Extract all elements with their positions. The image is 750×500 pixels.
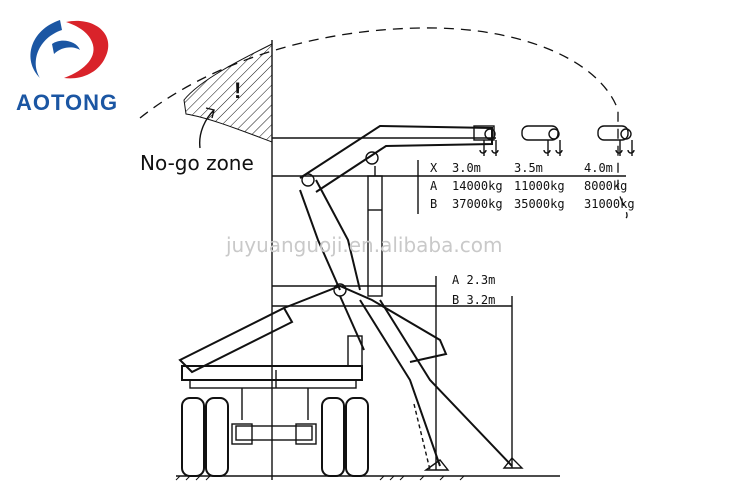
- no-go-zone-hatched: [183, 43, 273, 143]
- row-key-a: A: [430, 179, 438, 193]
- warning-icon: !: [234, 78, 241, 103]
- hydraulic-cylinder: [367, 166, 383, 297]
- hook-position-2: [521, 125, 563, 156]
- upper-crane-arm: [299, 124, 493, 291]
- no-go-pointer-arrow: [199, 107, 215, 149]
- col3-x: 4.0m: [584, 161, 613, 175]
- hook-position-1: [473, 125, 499, 156]
- col3-a: 8000kg: [584, 179, 627, 193]
- logo-red-swoosh: [64, 20, 109, 79]
- aotong-logo: AOTONG: [16, 20, 118, 115]
- col1-x: 3.0m: [452, 161, 481, 175]
- logo-brand-text: AOTONG: [16, 90, 118, 115]
- reach-a-label: A 2.3m: [452, 273, 495, 287]
- axle-suspension: [231, 423, 317, 445]
- wheel-group-right: [321, 397, 369, 477]
- col2-x: 3.5m: [514, 161, 543, 175]
- reach-b-label: B 3.2m: [452, 293, 495, 307]
- lower-arm-outrigger: [178, 283, 513, 467]
- col2-a: 11000kg: [514, 179, 565, 193]
- capacity-table: X A B 3.0m 14000kg 37000kg 3.5m 11000kg …: [430, 161, 635, 211]
- trailer-chassis: [181, 365, 363, 420]
- col1-a: 14000kg: [452, 179, 503, 193]
- hook-position-3: [597, 125, 635, 156]
- logo-blue-swoosh: [30, 20, 62, 78]
- row-key-x: X: [430, 161, 438, 175]
- warning-symbol: !: [234, 78, 241, 103]
- row-key-b: B: [430, 197, 437, 211]
- watermark-text: juyuanguoji.en.alibaba.com: [225, 233, 502, 257]
- col2-b: 35000kg: [514, 197, 565, 211]
- col1-b: 37000kg: [452, 197, 503, 211]
- reach-dimensions: A 2.3m B 3.2m: [272, 273, 513, 470]
- no-go-zone-label: No-go zone: [140, 151, 254, 175]
- logo-inner-mark: [52, 40, 80, 54]
- ground-hatch: [175, 475, 465, 481]
- col3-b: 31000kg: [584, 197, 635, 211]
- wheel-group-left: [181, 397, 229, 477]
- outrigger-feet: [413, 403, 524, 471]
